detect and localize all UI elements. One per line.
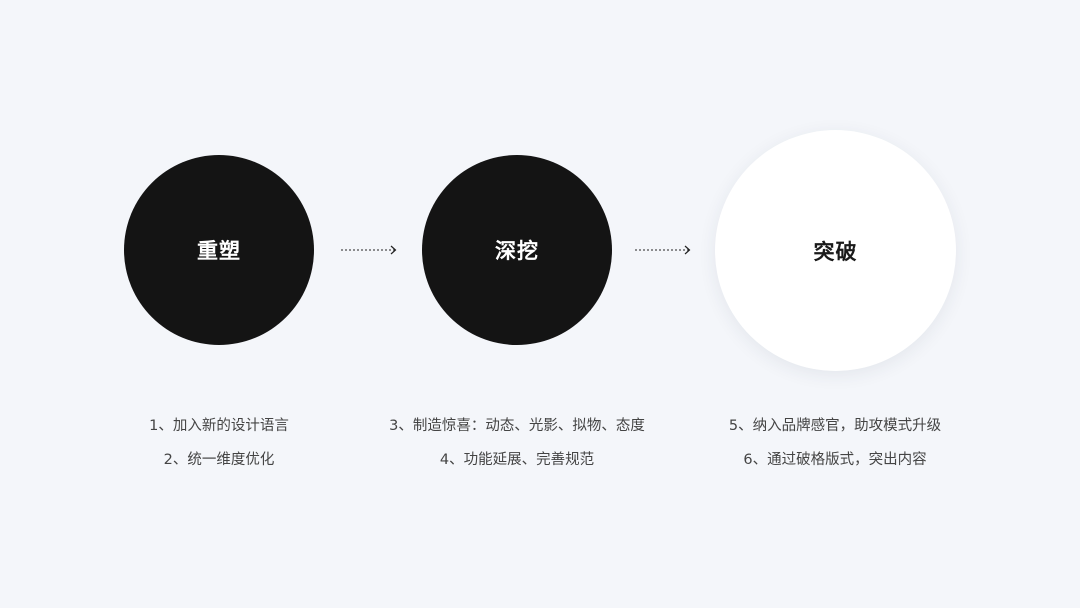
step-description-item: 6、通过破格版式，突出内容 — [743, 452, 927, 468]
step-description-list: 1、加入新的设计语言 2、统一维度优化 — [149, 416, 289, 484]
step-title: 深挖 — [495, 239, 539, 263]
step-title: 重塑 — [197, 239, 241, 263]
step-description-list: 3、制造惊喜：动态、光影、拟物、态度 4、功能延展、完善规范 — [389, 416, 645, 484]
step-description-item: 5、纳入品牌感官，助攻模式升级 — [728, 418, 942, 434]
step-description-item: 3、制造惊喜：动态、光影、拟物、态度 — [389, 418, 645, 434]
dotted-arrow-right-icon — [341, 245, 397, 255]
step-description-item: 4、功能延展、完善规范 — [439, 452, 595, 468]
step-circle-breakthrough: 突破 — [715, 130, 956, 371]
step-description-item: 1、加入新的设计语言 — [149, 418, 289, 434]
step-circle-dig-deep: 深挖 — [422, 155, 612, 345]
step-description-list: 5、纳入品牌感官，助攻模式升级 6、通过破格版式，突出内容 — [729, 416, 941, 484]
dotted-arrow-right-icon — [635, 245, 691, 255]
step-description-item: 2、统一维度优化 — [163, 452, 275, 468]
step-circle-reshape: 重塑 — [124, 155, 314, 345]
step-title: 突破 — [813, 239, 858, 264]
